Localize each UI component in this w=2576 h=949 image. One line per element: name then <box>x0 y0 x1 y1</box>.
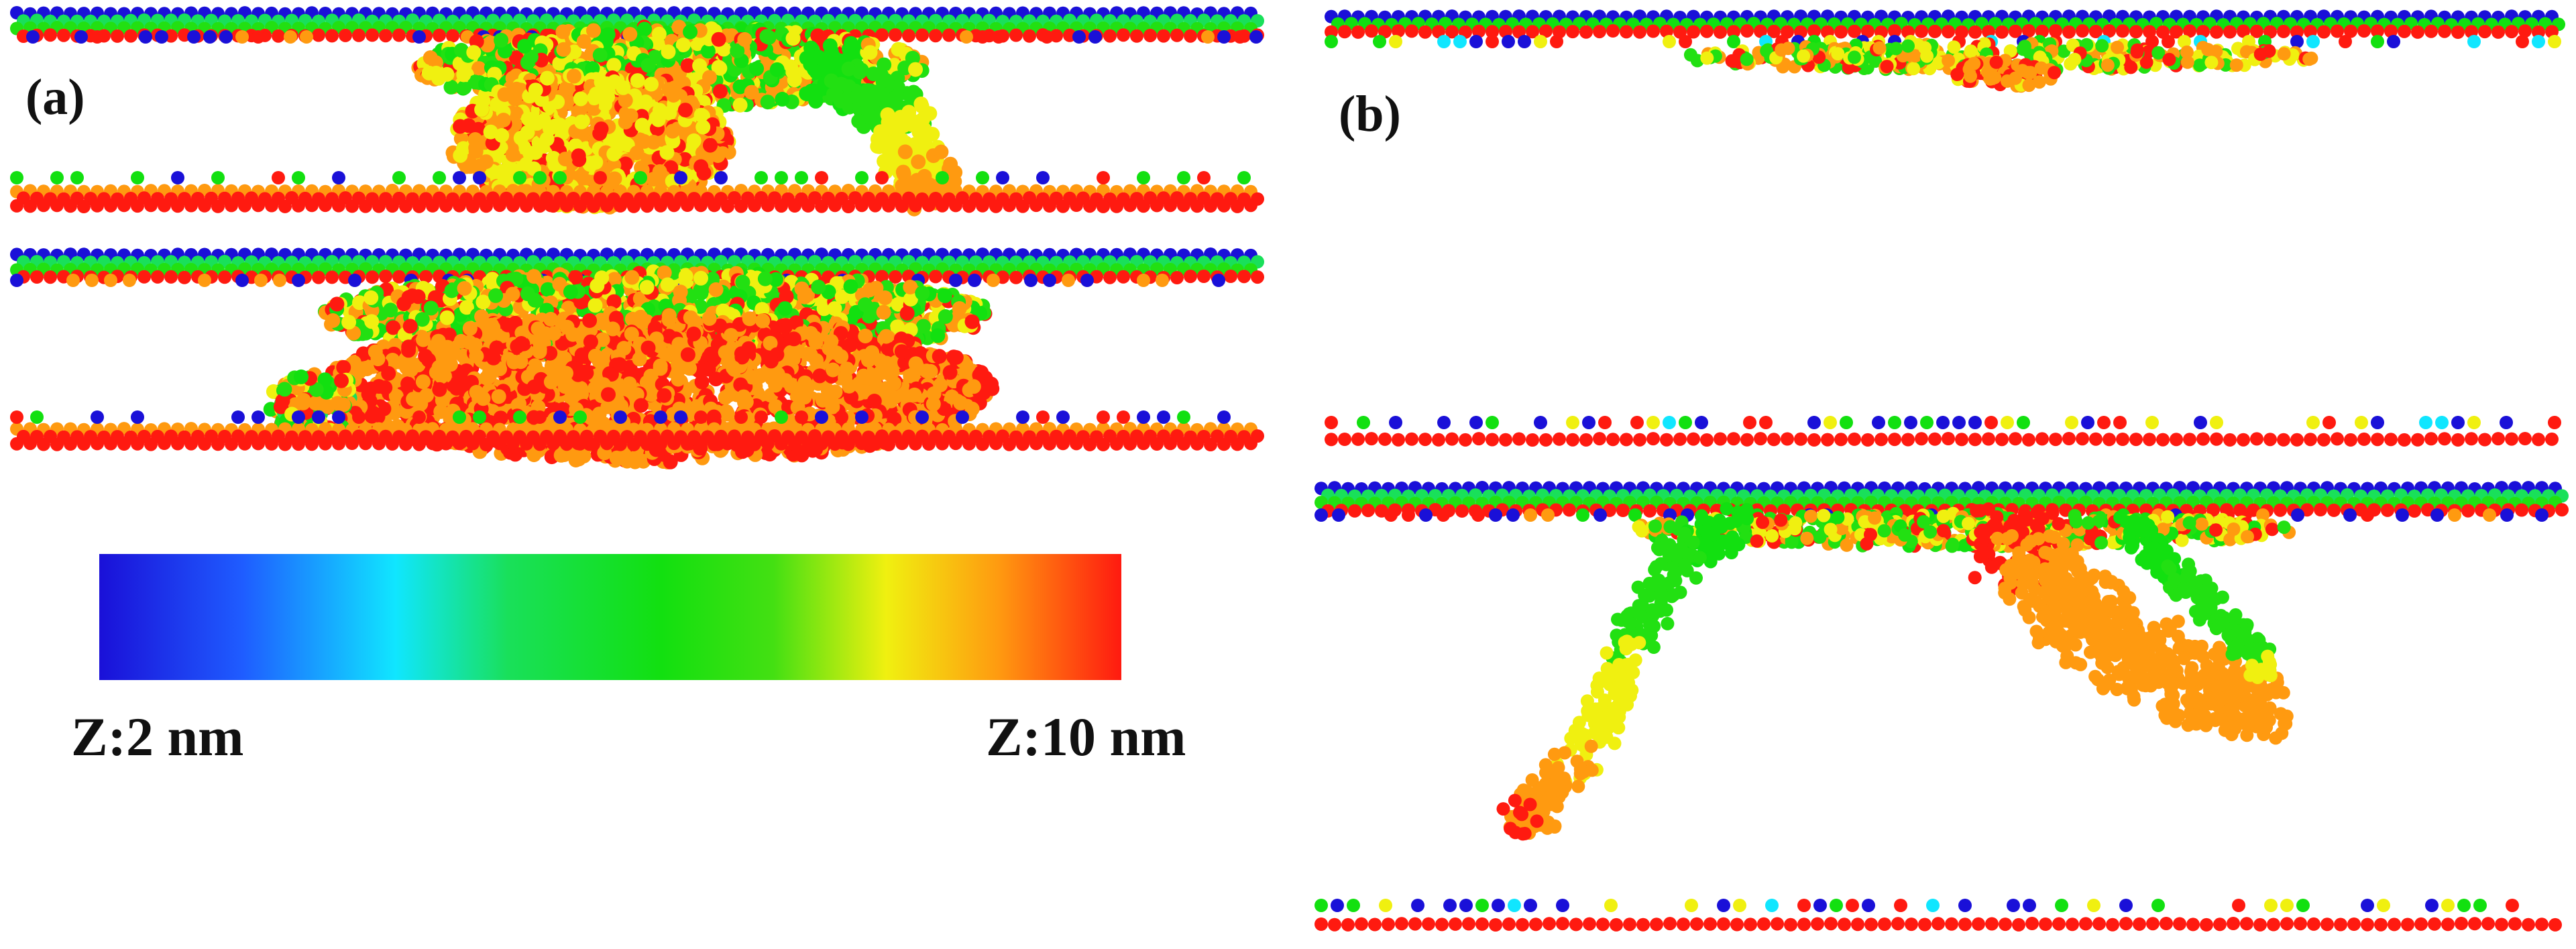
colorbar <box>99 554 1121 680</box>
colorbar-min-label: Z:2 nm <box>71 706 243 767</box>
colorbar-max-label: Z:10 nm <box>986 706 1186 767</box>
panel-b-atom-snapshots <box>1314 9 2569 932</box>
panel-b-label: (b) <box>1339 86 1401 142</box>
panel-a-atom-snapshots <box>10 6 1264 469</box>
panel-a-label: (a) <box>25 69 85 125</box>
